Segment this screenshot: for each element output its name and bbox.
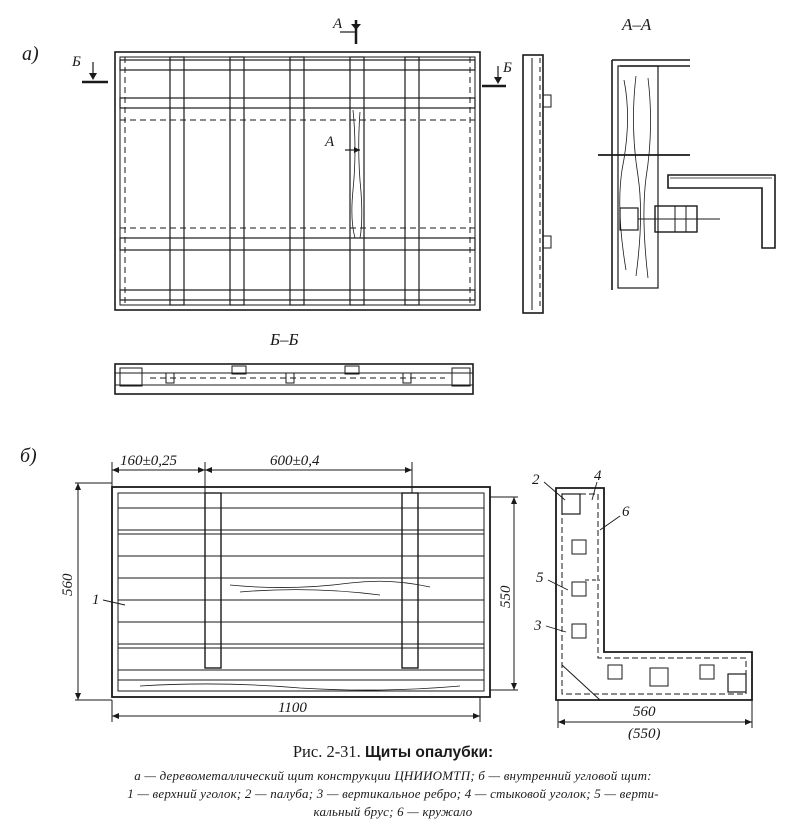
- dim-560-corner: 560: [633, 704, 656, 720]
- caption-line-2: 1 — верхний уголок; 2 — палуба; 3 — верт…: [127, 786, 659, 801]
- callout-5: 5: [536, 570, 544, 586]
- figure-title: Рис. 2-31. Щиты опалубки:: [0, 742, 786, 762]
- section-bb: [114, 363, 474, 395]
- dimension-lines: [75, 462, 753, 728]
- callout-6: 6: [622, 504, 630, 520]
- dim-550-right: 550: [498, 585, 514, 608]
- dim-550-corner: (550): [628, 726, 661, 740]
- section-bb-title: Б–Б: [269, 330, 299, 349]
- part-a-label: а): [22, 43, 39, 65]
- callout-2: 2: [532, 472, 540, 488]
- panel-a-side-view: [522, 54, 552, 314]
- formwork-drawing: а) Б Б А А А–А Б–Б б) 160±0,25 600±0,4 5…: [20, 15, 776, 740]
- section-aa-detail: [598, 59, 776, 290]
- figure-heading: Щиты опалубки:: [364, 744, 494, 761]
- figure-number: Рис. 2-31.: [292, 742, 361, 761]
- section-a-mid-label: А: [324, 134, 335, 150]
- section-b-left-label: Б: [71, 54, 81, 70]
- caption-line-3: кальный брус; 6 — кружало: [313, 804, 473, 819]
- callout-1: 1: [92, 592, 100, 608]
- section-b-right-label: Б: [502, 60, 512, 76]
- dim-560-left: 560: [60, 573, 76, 596]
- panel-a-front-view: [82, 20, 506, 311]
- part-b-label: б): [20, 445, 37, 467]
- dim-600: 600±0,4: [270, 453, 320, 469]
- callout-4: 4: [594, 468, 602, 484]
- panel-b-front-view: [111, 486, 491, 698]
- dim-1100: 1100: [278, 700, 307, 716]
- corner-panel-section: [555, 487, 753, 701]
- section-a-top-label: А: [332, 16, 343, 32]
- section-aa-title: А–А: [621, 15, 652, 34]
- caption-line-1: а — деревометаллический щит конструкции …: [134, 768, 652, 783]
- dim-160: 160±0,25: [120, 453, 177, 469]
- callout-3: 3: [533, 618, 542, 634]
